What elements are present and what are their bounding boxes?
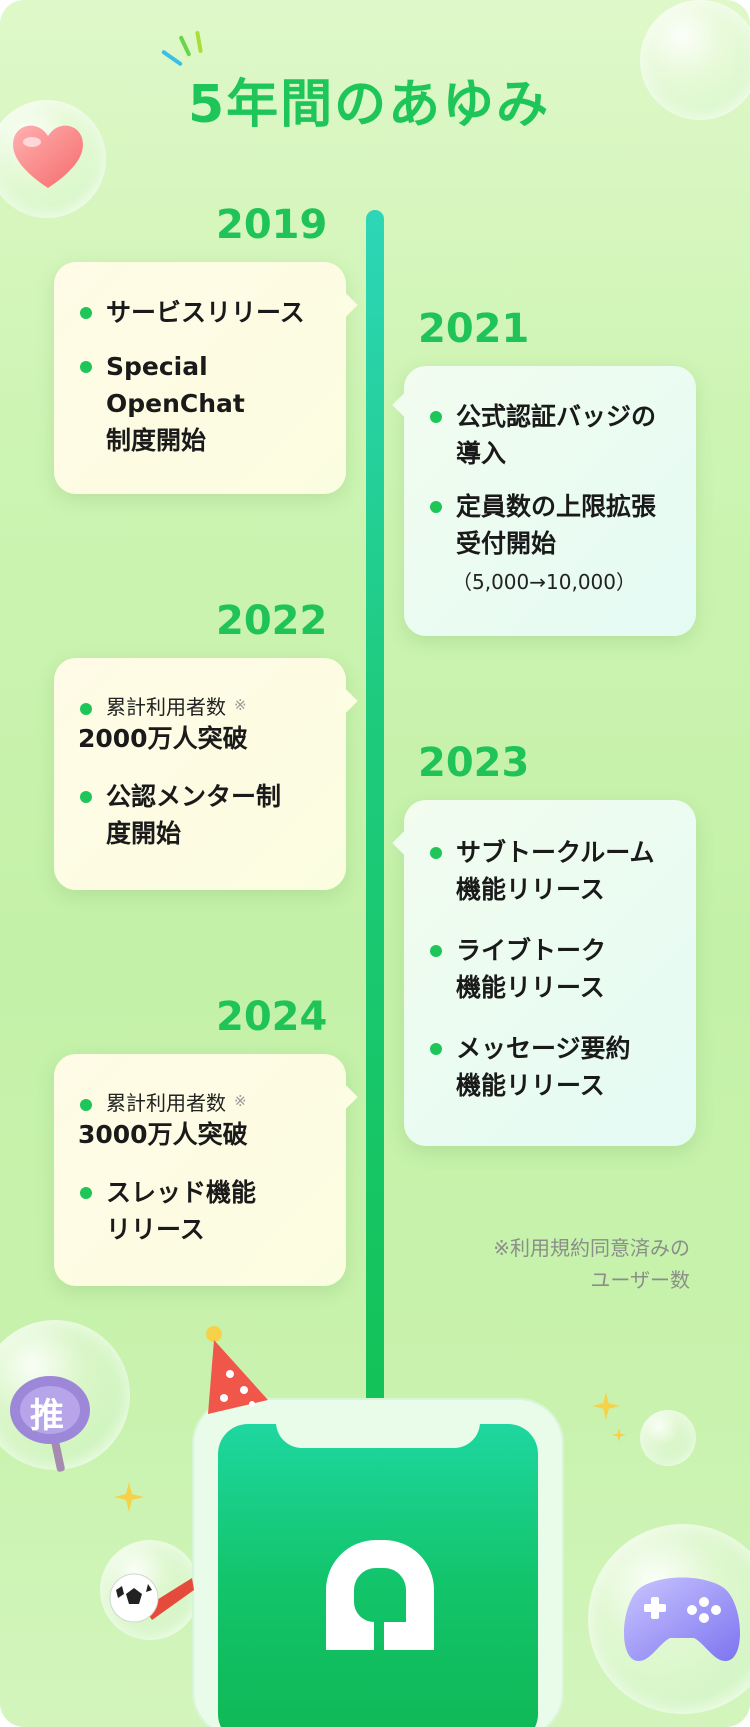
bullet-dot bbox=[80, 703, 92, 715]
bullet-dot bbox=[430, 847, 442, 859]
bullet-dot bbox=[80, 791, 92, 803]
bullet-dot bbox=[80, 361, 92, 373]
title-spark-3 bbox=[195, 30, 203, 54]
party-hat-icon bbox=[206, 1326, 268, 1414]
item-pretext: 累計利用者数 bbox=[106, 1091, 226, 1115]
item-text: サブトークルーム 機能リリース bbox=[456, 838, 655, 904]
item-text: 定員数の上限拡張 受付開始 bbox=[456, 492, 657, 558]
year-2024: 2024 bbox=[216, 994, 328, 1040]
item-text: サービスリリース bbox=[106, 298, 305, 327]
sparkle-icon bbox=[592, 1392, 620, 1420]
year-2022: 2022 bbox=[216, 598, 328, 644]
timeline-line bbox=[366, 210, 384, 1410]
game-controller-icon bbox=[623, 1577, 741, 1662]
footnote-mark: ※ bbox=[234, 1092, 247, 1110]
card-pointer bbox=[332, 688, 358, 714]
phone-notch bbox=[276, 1420, 480, 1448]
year-2023: 2023 bbox=[418, 740, 530, 786]
sparkle-icon bbox=[114, 1482, 144, 1512]
card-2023: サブトークルーム 機能リリース ライブトーク 機能リリース メッセージ要約 機能… bbox=[392, 800, 696, 1146]
card-2019: サービスリリース Special OpenChat 制度開始 bbox=[54, 262, 358, 494]
soccer-ball-icon bbox=[109, 1573, 194, 1623]
bubble-top-right bbox=[640, 0, 750, 120]
item-text: Special OpenChat 制度開始 bbox=[106, 352, 245, 455]
item-pretext: 累計利用者数 bbox=[106, 695, 226, 719]
fan-label: 推 bbox=[30, 1396, 64, 1436]
footnote-mark: ※ bbox=[234, 696, 247, 714]
year-2019: 2019 bbox=[216, 202, 328, 248]
item-text: 公認メンター制 度開始 bbox=[106, 782, 282, 848]
bullet-dot bbox=[80, 307, 92, 319]
item-text: 公式認証バッジの 導入 bbox=[456, 402, 657, 468]
bullet-dot bbox=[430, 411, 442, 423]
item-text: メッセージ要約 機能リリース bbox=[456, 1034, 631, 1100]
bullet-dot bbox=[430, 501, 442, 513]
item-text: スレッド機能 リリース bbox=[106, 1178, 257, 1244]
footnote: ※利用規約同意済みの ユーザー数 bbox=[493, 1236, 690, 1292]
bubble-small bbox=[640, 1410, 696, 1466]
card-pointer bbox=[332, 292, 358, 318]
bullet-dot bbox=[80, 1187, 92, 1199]
card-pointer bbox=[392, 392, 418, 418]
card-pointer bbox=[392, 830, 418, 856]
card-2022: 累計利用者数 ※ 2000万人突破 公認メンター制 度開始 bbox=[54, 658, 358, 890]
title-spark-1 bbox=[161, 49, 183, 67]
page-title: 5年間のあゆみ bbox=[188, 75, 551, 135]
sparkle-icon bbox=[612, 1428, 626, 1442]
bullet-dot bbox=[80, 1099, 92, 1111]
card-2021: 公式認証バッジの 導入 定員数の上限拡張 受付開始 （5,000→10,000） bbox=[392, 366, 696, 636]
card-2024: 累計利用者数 ※ 3000万人突破 スレッド機能 リリース bbox=[54, 1054, 358, 1286]
title-spark-2 bbox=[178, 35, 192, 57]
item-text: 2000万人突破 bbox=[78, 724, 248, 753]
bullet-dot bbox=[430, 1043, 442, 1055]
fan-icon bbox=[10, 1376, 90, 1472]
bullet-dot bbox=[430, 945, 442, 957]
phone-screen bbox=[218, 1424, 538, 1727]
year-2021: 2021 bbox=[418, 306, 530, 352]
card-pointer bbox=[332, 1084, 358, 1110]
item-subtext: （5,000→10,000） bbox=[452, 570, 636, 594]
openchat-logo-icon bbox=[326, 1540, 434, 1650]
item-text: 3000万人突破 bbox=[78, 1120, 248, 1149]
item-text: ライブトーク 機能リリース bbox=[456, 936, 607, 1002]
heart-icon bbox=[13, 125, 83, 188]
